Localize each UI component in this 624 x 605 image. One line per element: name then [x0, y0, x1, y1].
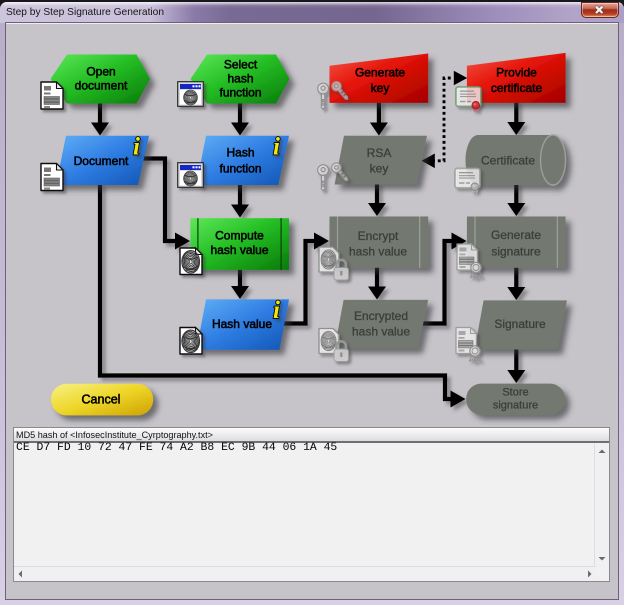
- svg-text:RSA: RSA: [367, 146, 392, 160]
- svg-text:i: i: [133, 134, 140, 161]
- svg-text:Cancel: Cancel: [82, 393, 121, 407]
- svg-text:hash value: hash value: [352, 325, 410, 339]
- svg-text:signature: signature: [493, 400, 538, 412]
- svg-text:hash value: hash value: [349, 245, 407, 259]
- svg-text:Hash: Hash: [226, 146, 254, 160]
- svg-text:Generate: Generate: [355, 66, 405, 80]
- svg-text:key: key: [370, 162, 389, 176]
- svg-text:hash value: hash value: [210, 243, 268, 257]
- svg-text:Signature: Signature: [494, 317, 546, 331]
- svg-text:Hash value: Hash value: [212, 317, 272, 331]
- svg-text:key: key: [371, 81, 390, 95]
- svg-text:Encrypted: Encrypted: [354, 309, 408, 323]
- svg-text:Provide: Provide: [496, 66, 537, 80]
- svg-text:certificate: certificate: [491, 81, 543, 95]
- svg-text:function: function: [219, 86, 261, 100]
- svg-text:document: document: [75, 79, 128, 93]
- svg-text:Select: Select: [224, 58, 258, 72]
- svg-text:i: i: [273, 134, 280, 161]
- svg-text:Compute: Compute: [215, 229, 264, 243]
- svg-text:Certificate: Certificate: [481, 154, 535, 168]
- svg-text:signature: signature: [491, 245, 541, 259]
- svg-text:Encrypt: Encrypt: [358, 229, 399, 243]
- svg-text:Generate: Generate: [491, 228, 541, 242]
- svg-text:function: function: [219, 162, 261, 176]
- svg-text:hash: hash: [227, 72, 253, 86]
- svg-text:Store: Store: [502, 387, 528, 399]
- svg-text:Document: Document: [74, 154, 129, 168]
- svg-text:i: i: [273, 297, 280, 324]
- svg-text:Open: Open: [86, 65, 115, 79]
